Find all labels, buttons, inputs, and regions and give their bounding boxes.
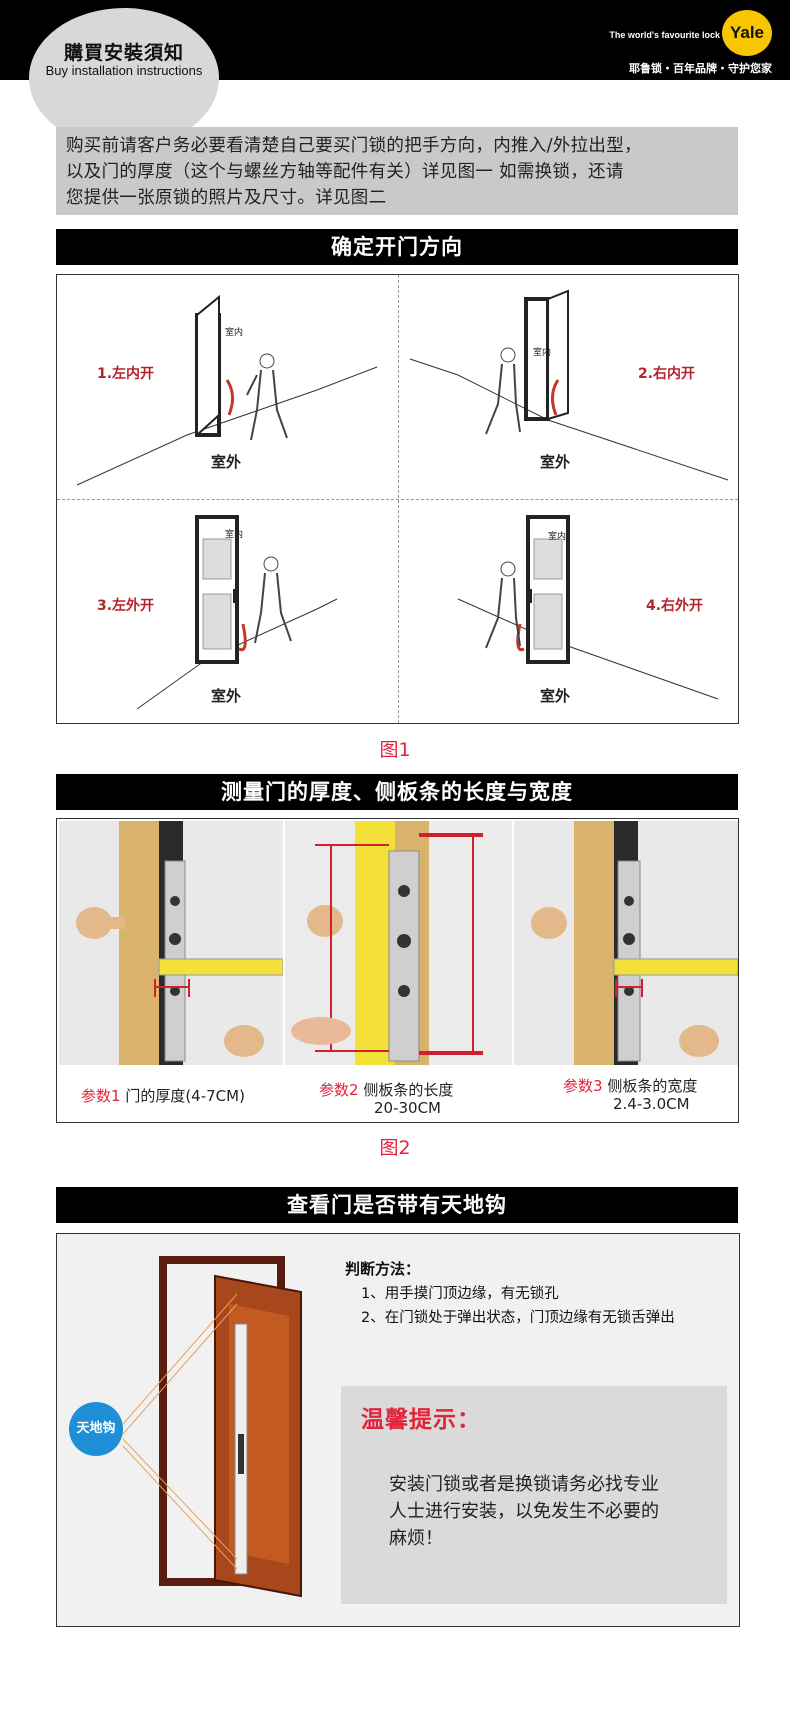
method-item: 2、在门锁处于弹出状态，门顶边缘有无锁舌弹出 [361, 1310, 675, 1326]
brand-tagline: The world's favourite lock [609, 30, 720, 40]
page-subtitle: Buy installation instructions [45, 63, 203, 78]
indoor-label: 室内 [533, 348, 552, 358]
figure-caption: 图2 [379, 1137, 411, 1159]
tip-line: 麻烦！ [389, 1528, 443, 1549]
section-title-hook: 查看门是否带有天地钩 [56, 1187, 738, 1223]
lock-width-image [531, 821, 738, 1065]
figure-caption: 图1 [379, 739, 411, 761]
param-desc: 门的厚度(4-7CM) [125, 1087, 245, 1105]
param-value: 20-30CM [374, 1099, 442, 1117]
title-tab: 購買安裝須知 Buy installation instructions [29, 8, 219, 148]
page-title: 購買安裝須知 [63, 42, 184, 64]
method-item: 1、用手摸门顶边缘，有无锁孔 [361, 1286, 559, 1302]
direction-label: 4.右外开 [646, 598, 704, 614]
tip-text: 安装门锁或者是换锁请务必找专业 人士进行安装，以免发生不必要的 麻烦！ [389, 1471, 715, 1552]
hook-badge: 天地钩 [69, 1402, 123, 1456]
door-direction-grid: 1.左内开 室内 室外 2.右内开 室内 室外 [56, 274, 739, 724]
door-illustration [409, 289, 729, 481]
indoor-label: 室内 [548, 532, 567, 542]
divider [57, 499, 738, 500]
outdoor-label: 室外 [211, 453, 242, 471]
param-desc: 侧板条的宽度 [607, 1077, 698, 1095]
outdoor-label: 室外 [211, 687, 242, 705]
door-illustration [457, 515, 719, 700]
direction-label: 3.左外开 [97, 598, 155, 614]
direction-cell-right-out: 4.右外开 室内 室外 [398, 499, 739, 723]
outdoor-label: 室外 [540, 453, 571, 471]
lock-length-image [285, 821, 512, 1065]
direction-label: 2.右内开 [638, 366, 696, 382]
param-thickness: 参数1 门的厚度(4-7CM) [81, 1087, 245, 1105]
door-illustration [76, 294, 378, 486]
param-tag: 参数3 [563, 1077, 603, 1095]
direction-cell-left-out: 3.左外开 室内 室外 [57, 499, 398, 723]
tip-line: 人士进行安装，以免发生不必要的 [389, 1501, 659, 1522]
notice-line: 以及门的厚度（这个与螺丝方轴等配件有关）详见图一 如需换锁，还请 [66, 162, 624, 182]
tip-title: 温馨提示： [361, 1407, 481, 1433]
param-width: 参数3 侧板条的宽度 2.4-3.0CM [563, 1077, 697, 1113]
param-value: 2.4-3.0CM [613, 1095, 690, 1113]
thickness-photo [59, 821, 283, 1065]
yale-logo: Yale [722, 10, 772, 56]
section-title-measure: 测量门的厚度、侧板条的长度与宽度 [56, 774, 738, 810]
indoor-label: 室内 [225, 530, 244, 540]
width-photo [514, 821, 738, 1065]
notice-line: 购买前请客户务必要看清楚自己要买门锁的把手方向，内推入/外拉出型， [66, 136, 642, 156]
brand-slogan: 耶鲁锁・百年品牌・守护您家 [629, 62, 772, 75]
direction-cell-right-in: 2.右内开 室内 室外 [398, 275, 739, 499]
length-photo [285, 821, 512, 1065]
indoor-label: 室内 [225, 328, 244, 338]
direction-label: 1.左内开 [97, 366, 155, 382]
tip-line: 安装门锁或者是换锁请务必找专业 [389, 1474, 659, 1495]
measurement-panel: 参数1 门的厚度(4-7CM) 参数2 侧板条的长度 20-30CM 参数3 侧… [56, 818, 739, 1123]
door-illustration [136, 515, 338, 710]
lock-thickness-image [76, 821, 283, 1065]
param-length: 参数2 侧板条的长度 20-30CM [319, 1081, 453, 1117]
param-tag: 参数2 [319, 1081, 359, 1099]
param-desc: 侧板条的长度 [363, 1081, 454, 1099]
method-title: 判断方法： [345, 1260, 421, 1278]
outdoor-label: 室外 [540, 687, 571, 705]
hook-check-panel: 天地钩 判断方法： 1、用手摸门顶边缘，有无锁孔 2、在门锁处于弹出状态，门顶边… [56, 1233, 740, 1627]
purchase-notice: 购买前请客户务必要看清楚自己要买门锁的把手方向，内推入/外拉出型， 以及门的厚度… [56, 127, 738, 215]
direction-cell-left-in: 1.左内开 室内 室外 [57, 275, 398, 499]
param-tag: 参数1 [81, 1087, 121, 1105]
section-title-door-direction: 确定开门方向 [56, 229, 738, 265]
header-bar: 購買安裝須知 Buy installation instructions The… [0, 0, 790, 148]
door-hook-illustration [122, 1256, 302, 1598]
tip-box: 温馨提示： 安装门锁或者是换锁请务必找专业 人士进行安装，以免发生不必要的 麻烦… [341, 1386, 727, 1604]
notice-line: 您提供一张原锁的照片及尺寸。详见图二 [66, 188, 387, 208]
